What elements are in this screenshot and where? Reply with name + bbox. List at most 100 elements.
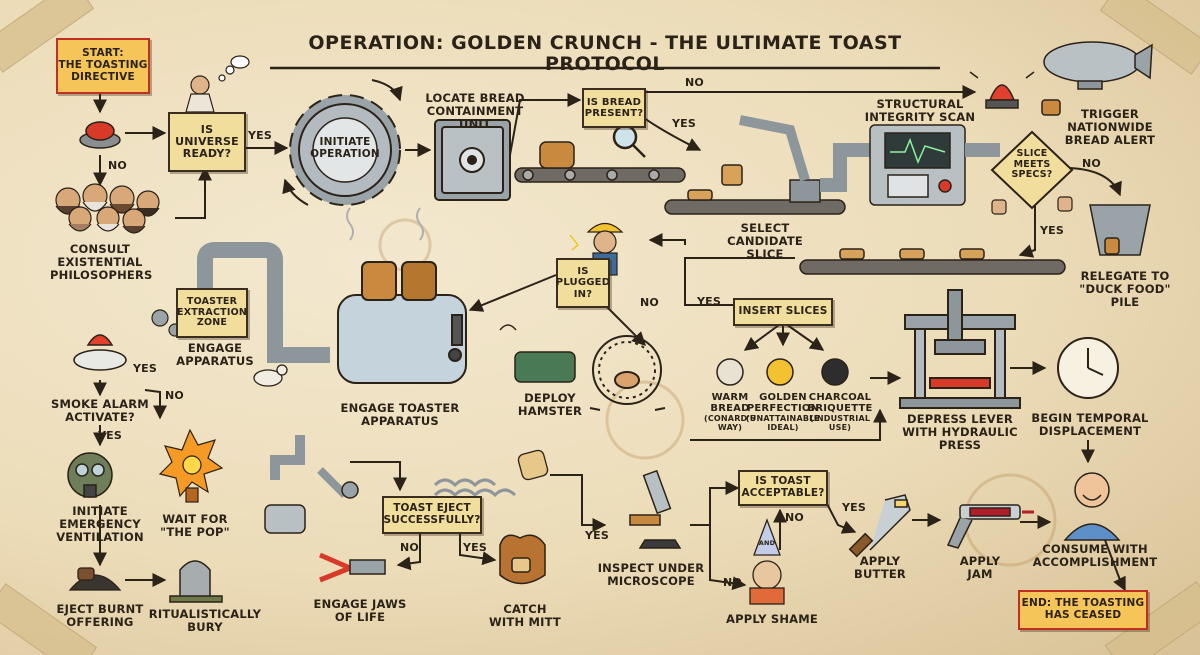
goat-icon	[253, 364, 288, 387]
yes-label-inspect: YES	[585, 529, 610, 542]
universe-ready-label: IS UNIVERSE READY?	[175, 122, 239, 161]
slice-specs-label: SLICE MEETS SPECS?	[1011, 148, 1053, 181]
pipes-icon	[197, 242, 330, 363]
smoke-alarm-label: SMOKE ALARM ACTIVATE?	[51, 397, 149, 424]
smoke-alarm-icon	[73, 334, 127, 371]
grabber-arm-icon	[264, 435, 359, 534]
no-label-eject: NO	[400, 541, 419, 554]
connectors	[93, 79, 1126, 592]
warm-bread-note: (CONARD'S WAY)	[703, 414, 757, 432]
clock-icon	[1057, 337, 1119, 399]
toast-eject-label: TOAST EJECT SUCCESSFULLY?	[383, 502, 481, 526]
plugged-in-label: IS PLUGGED IN?	[555, 266, 611, 300]
universe-ready-box: IS UNIVERSE READY?	[168, 112, 246, 172]
hydraulic-press-icon	[899, 289, 1021, 409]
bread-present-label: IS BREAD PRESENT?	[584, 96, 644, 119]
toaster-zone-label: TOASTER EXTRACTION ZONE	[177, 296, 247, 329]
no-label-bread: NO	[685, 76, 704, 89]
plugged-in-box: IS PLUGGED IN?	[556, 258, 610, 308]
end-label: END: THE TOASTING HAS CEASED	[1021, 597, 1145, 621]
wait-pop-label: WAIT FOR "THE POP"	[160, 512, 230, 539]
initiate-operation-label: INITIATE OPERATION	[310, 136, 380, 160]
baseball-mitt-icon	[499, 534, 546, 585]
no-label-plugged: NO	[640, 296, 659, 309]
gas-mask-icon	[67, 452, 113, 498]
charcoal-label: CHARCOAL BRIQUETTE	[807, 392, 873, 415]
initiate-ventilation-label: INITIATE EMERGENCY VENTILATION	[56, 504, 144, 544]
toast-acceptable-label: IS TOAST ACCEPTABLE?	[741, 475, 825, 499]
page-title: OPERATION: GOLDEN CRUNCH - THE ULTIMATE …	[308, 32, 902, 76]
microscope-icon	[629, 469, 682, 549]
golden-note: (UNATTAINABLE IDEAL)	[745, 414, 821, 432]
no-label-specs: NO	[1082, 157, 1101, 170]
apply-jam-label: APPLY JAM	[959, 554, 1001, 581]
consume-label: CONSUME WITH ACCOMPLISHMENT	[1032, 542, 1158, 569]
no-label-start: NO	[108, 159, 127, 172]
toaster-zone-box: TOASTER EXTRACTION ZONE	[176, 288, 248, 338]
yes-label-specs: YES	[1040, 224, 1065, 237]
trigger-alert-label: TRIGGER NATIONWIDE BREAD ALERT	[1064, 107, 1156, 147]
thinker-icon	[185, 55, 250, 113]
no-label-smoke: NO	[165, 389, 184, 402]
dunce-hat-text: AND	[758, 539, 776, 547]
thumbs-icons	[991, 196, 1073, 215]
engage-apparatus-label: ENGAGE APPARATUS	[176, 341, 254, 368]
scanner-machine-icon	[820, 124, 1000, 206]
bread-present-box: IS BREAD PRESENT?	[582, 88, 646, 128]
relegate-label: RELEGATE TO "DUCK FOOD" PILE	[1079, 269, 1171, 309]
catch-mitt-label: CATCH WITH MITT	[489, 602, 561, 629]
consult-philosophers-label: CONSULT EXISTENTIAL PHILOSOPHERS	[50, 242, 153, 282]
butter-knife-icon	[848, 494, 911, 558]
depress-lever-label: DEPRESS LEVER WITH HYDRAULIC PRESS	[902, 412, 1018, 452]
no-label-inspect: NO	[723, 576, 742, 589]
yes-label-smoke: YES	[133, 362, 158, 375]
insert-slices-label: INSERT SLICES	[738, 305, 828, 318]
spring-icon	[433, 478, 517, 498]
shame-boy-icon	[749, 518, 785, 605]
engage-toaster-label: ENGAGE TOASTER APPARATUS	[340, 401, 460, 428]
insert-slices-box: INSERT SLICES	[733, 298, 833, 326]
warm-bread-label: WARM BREAD	[710, 392, 750, 415]
magnifying-glass-icon	[612, 124, 646, 158]
slice-specs-diamond	[990, 130, 1074, 210]
jam-gun-icon	[946, 504, 1034, 549]
yes-label-bread: YES	[672, 117, 697, 130]
flying-toast-icon	[517, 449, 549, 481]
ritual-bury-label: RITUALISTICALLY BURY	[148, 607, 262, 634]
locate-bread-label: LOCATE BREAD CONTAINMENT UNIT	[425, 91, 525, 131]
jaws-of-life-label: ENGAGE JAWS OF LIFE	[313, 597, 407, 624]
generator-icon	[499, 324, 576, 383]
yes-label-universe: YES	[248, 129, 273, 142]
philosophers-icon	[55, 183, 160, 234]
red-button-icon	[79, 121, 121, 149]
yes-label-smoke-down: YES	[98, 429, 123, 442]
structural-scan-label: STRUCTURAL INTEGRITY SCAN	[864, 97, 976, 124]
toast-conveyor-icon	[799, 248, 1066, 275]
safe-icon	[434, 119, 511, 201]
deploy-hamster-label: DEPLOY HAMSTER	[517, 391, 583, 418]
start-label: START: THE TOASTING DIRECTIVE	[58, 47, 148, 83]
select-slice-label: SELECT CANDIDATE SLICE	[727, 221, 803, 261]
dials-icons	[716, 358, 849, 386]
toaster-icon	[337, 207, 467, 384]
conveyor-belt-icon	[514, 141, 686, 183]
explosion-icon	[158, 428, 224, 503]
yes-label-plugged: YES	[697, 295, 722, 308]
start-box: START: THE TOASTING DIRECTIVE	[56, 38, 150, 94]
golden-label: GOLDEN PERFECTION	[746, 392, 820, 415]
yes-label-eject: YES	[463, 541, 488, 554]
toast-eject-box: TOAST EJECT SUCCESSFULLY?	[382, 496, 482, 534]
blimp-icon	[1041, 41, 1153, 116]
siren-icon	[969, 71, 1035, 109]
no-label-shame: NO	[785, 511, 804, 524]
toast-acceptable-box: IS TOAST ACCEPTABLE?	[738, 470, 828, 506]
charcoal-note: (INDUSTRIAL USE)	[809, 414, 871, 432]
burnt-pile-icon	[68, 567, 122, 591]
apply-butter-label: APPLY BUTTER	[854, 554, 906, 581]
inspect-label: INSPECT UNDER MICROSCOPE	[597, 561, 705, 588]
hamster-wheel-icon	[589, 335, 666, 411]
gear-icon	[289, 94, 401, 206]
eject-burnt-label: EJECT BURNT OFFERING	[56, 602, 144, 629]
